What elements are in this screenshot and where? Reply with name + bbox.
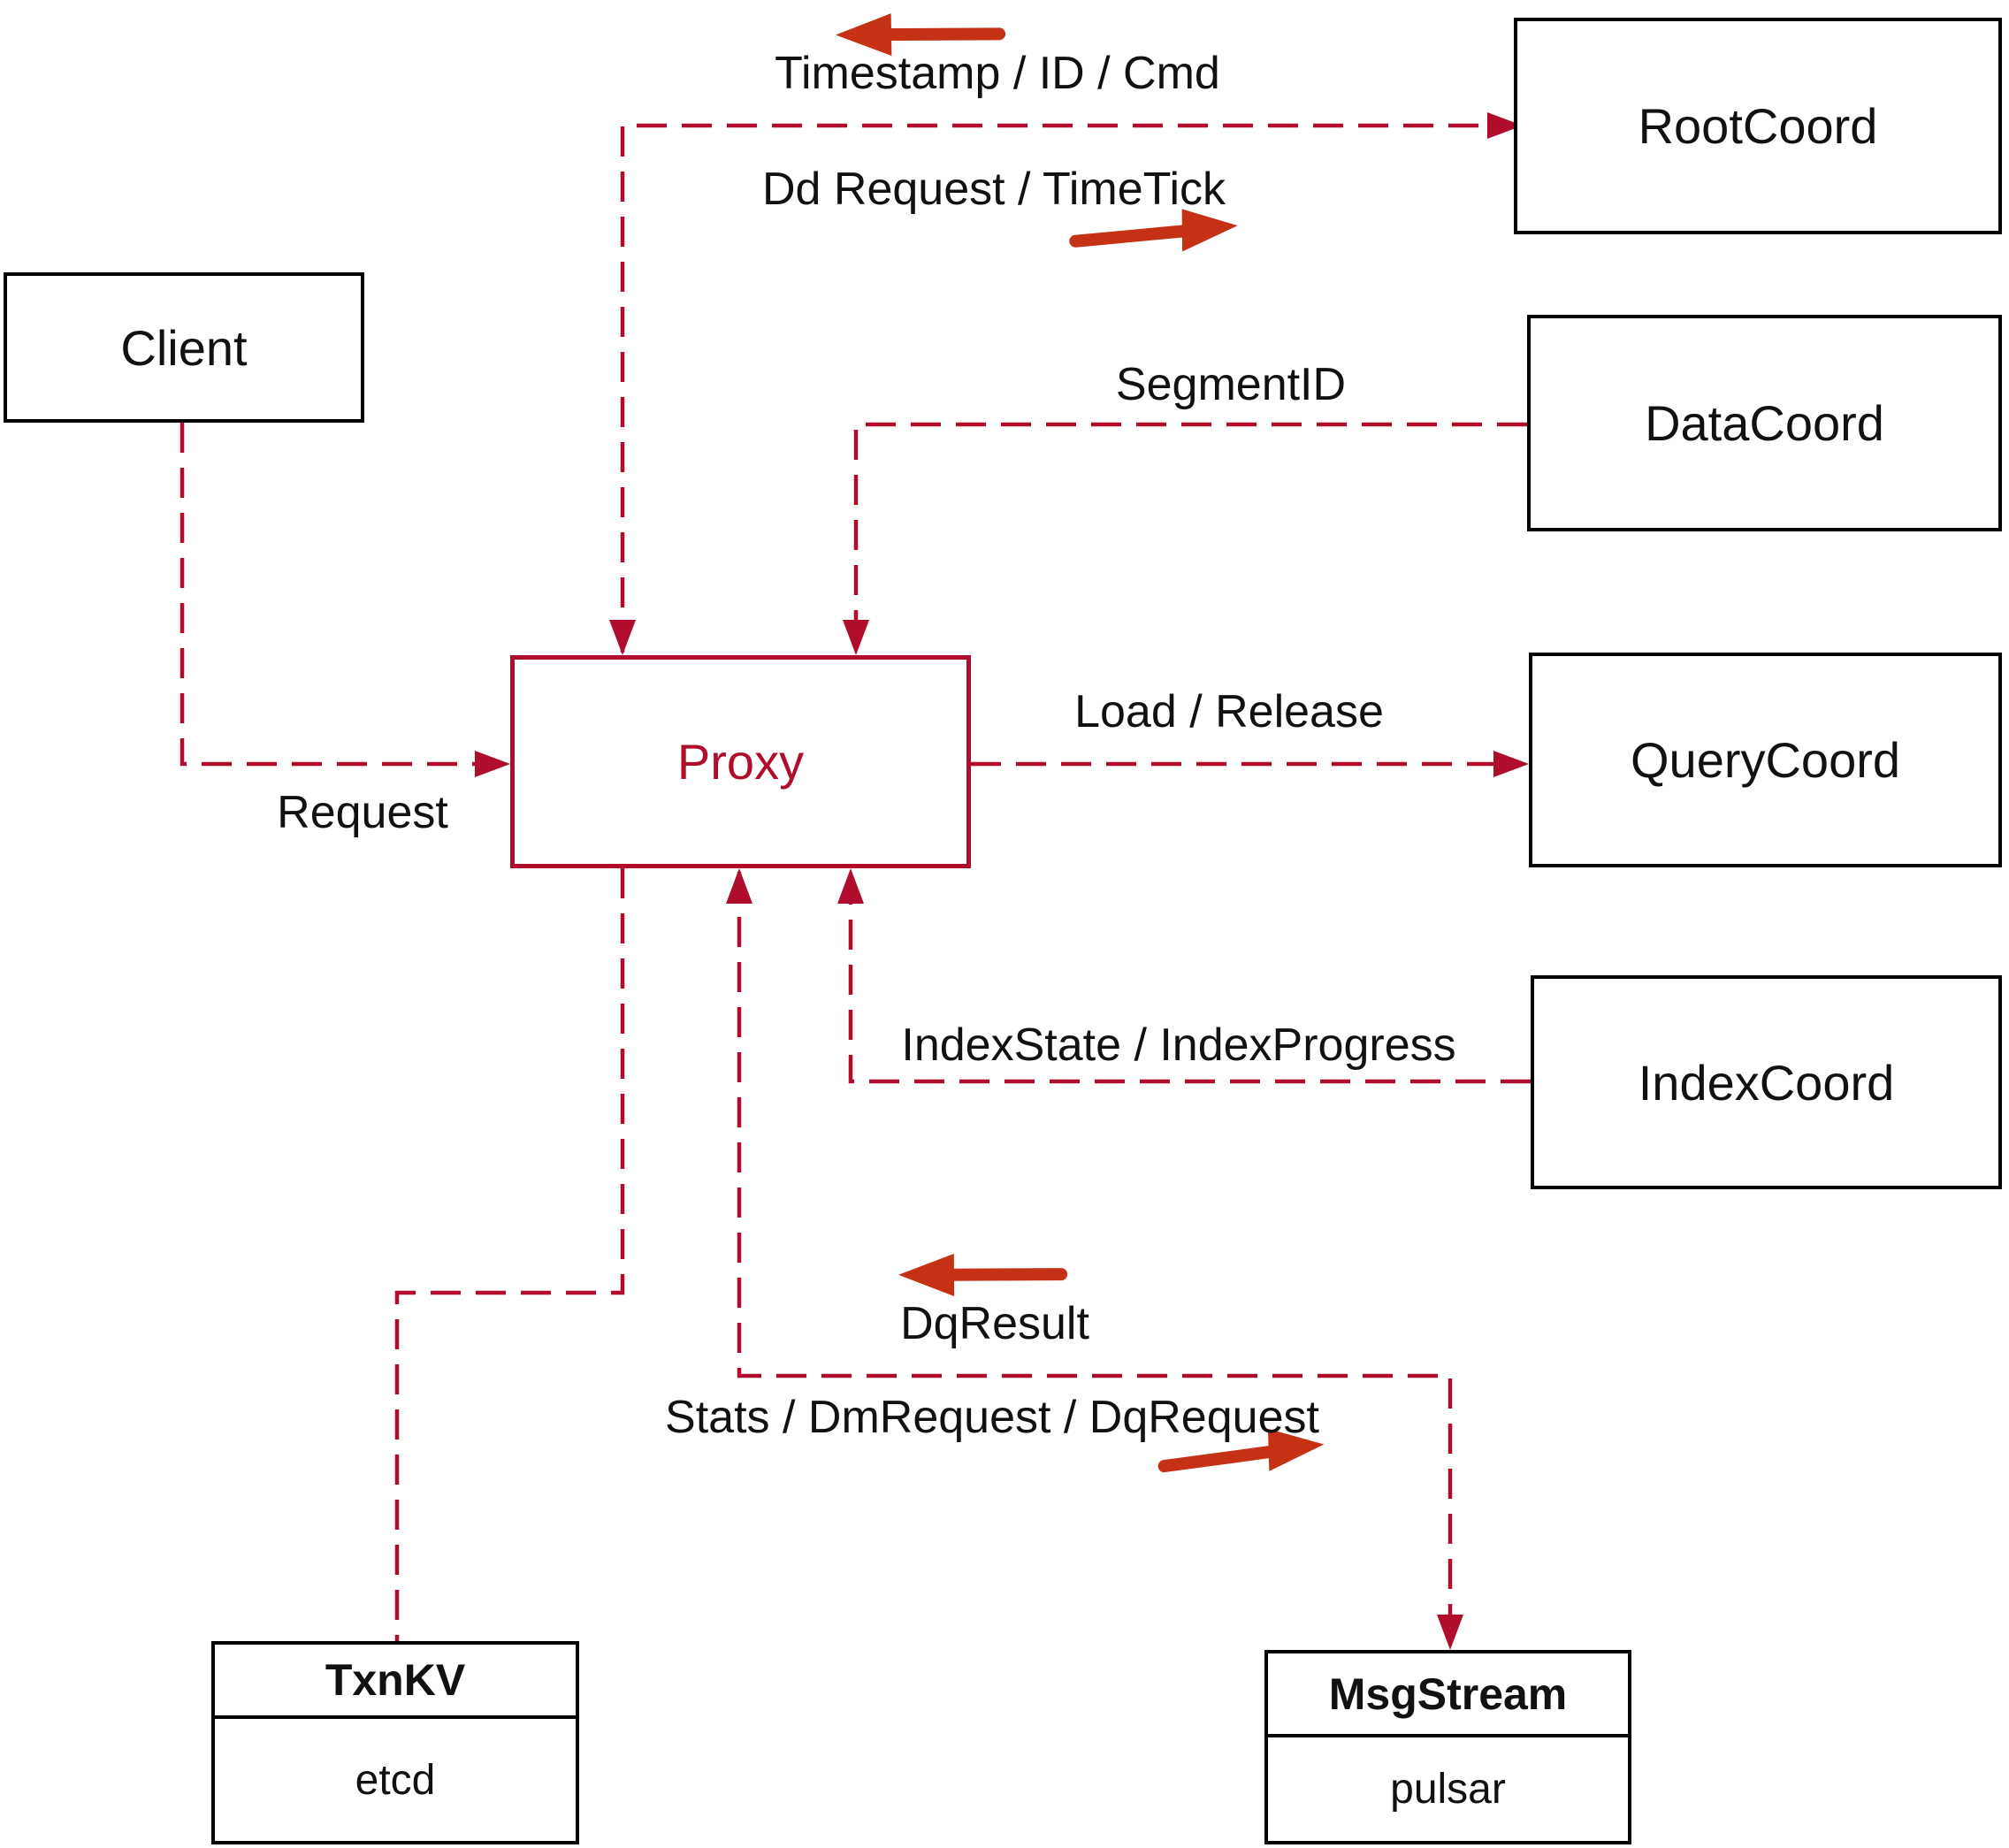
edge-label-segmentid: SegmentID [1115, 359, 1347, 410]
edge-label-dd-request-timetick: Dd Request / TimeTick [761, 164, 1226, 215]
edge-label-load-release: Load / Release [1074, 686, 1384, 737]
node-txnkv-title: TxnKV [325, 1655, 466, 1705]
edge-indexcoord-to-proxy [848, 872, 1531, 1084]
node-txnkv-sub: etcd [355, 1756, 436, 1804]
arrowhead-into-rootcoord [1487, 112, 1523, 139]
arrowhead-into-proxy-bot-2 [837, 868, 864, 904]
edge-label-timestamp-id-cmd: Timestamp / ID / Cmd [775, 48, 1220, 99]
node-datacoord-label: DataCoord [1645, 395, 1884, 451]
arrowhead-into-proxy-left [475, 751, 510, 777]
node-proxy-label: Proxy [676, 734, 805, 790]
node-querycoord: QueryCoord [1529, 653, 2002, 867]
node-msgstream: MsgStream pulsar [1264, 1650, 1631, 1844]
node-proxy: Proxy [510, 655, 971, 868]
edge-client-to-proxy [180, 423, 504, 767]
node-querycoord-label: QueryCoord [1630, 732, 1901, 788]
arrowhead-into-proxy-bot-1 [726, 868, 752, 904]
node-msgstream-sub: pulsar [1390, 1766, 1506, 1813]
node-rootcoord: RootCoord [1514, 18, 2002, 234]
arrowhead-into-proxy-top-2 [843, 620, 869, 655]
node-client: Client [4, 272, 364, 423]
arrowhead-into-msgstream [1437, 1615, 1463, 1650]
edge-label-indexstate-indexprogress: IndexState / IndexProgress [901, 1019, 1456, 1071]
node-indexcoord: IndexCoord [1531, 975, 2002, 1189]
direction-arrow-stats-right [1157, 1428, 1325, 1473]
direction-arrow-dqresult-left [898, 1253, 1068, 1296]
node-txnkv: TxnKV etcd [211, 1641, 579, 1844]
edge-label-dqresult: DqResult [900, 1298, 1089, 1349]
node-msgstream-title: MsgStream [1328, 1669, 1568, 1719]
edge-datacoord-to-proxy [853, 422, 1527, 653]
node-client-label: Client [120, 319, 248, 376]
edge-label-request: Request [277, 787, 448, 838]
edge-proxy-to-txnkv [394, 868, 625, 1641]
arrowhead-into-proxy-top-1 [609, 620, 636, 655]
edge-label-stats-dmrequest-dqrequest: Stats / DmRequest / DqRequest [665, 1392, 1319, 1443]
arrowhead-into-querycoord [1493, 751, 1529, 777]
direction-arrow-timestamp-left [835, 13, 1006, 57]
edge-proxy-msgstream [737, 872, 1453, 1645]
direction-arrow-ddrequest-right [1069, 209, 1238, 252]
node-rootcoord-label: RootCoord [1638, 98, 1878, 154]
node-datacoord: DataCoord [1527, 315, 2002, 531]
node-indexcoord-label: IndexCoord [1638, 1054, 1895, 1111]
